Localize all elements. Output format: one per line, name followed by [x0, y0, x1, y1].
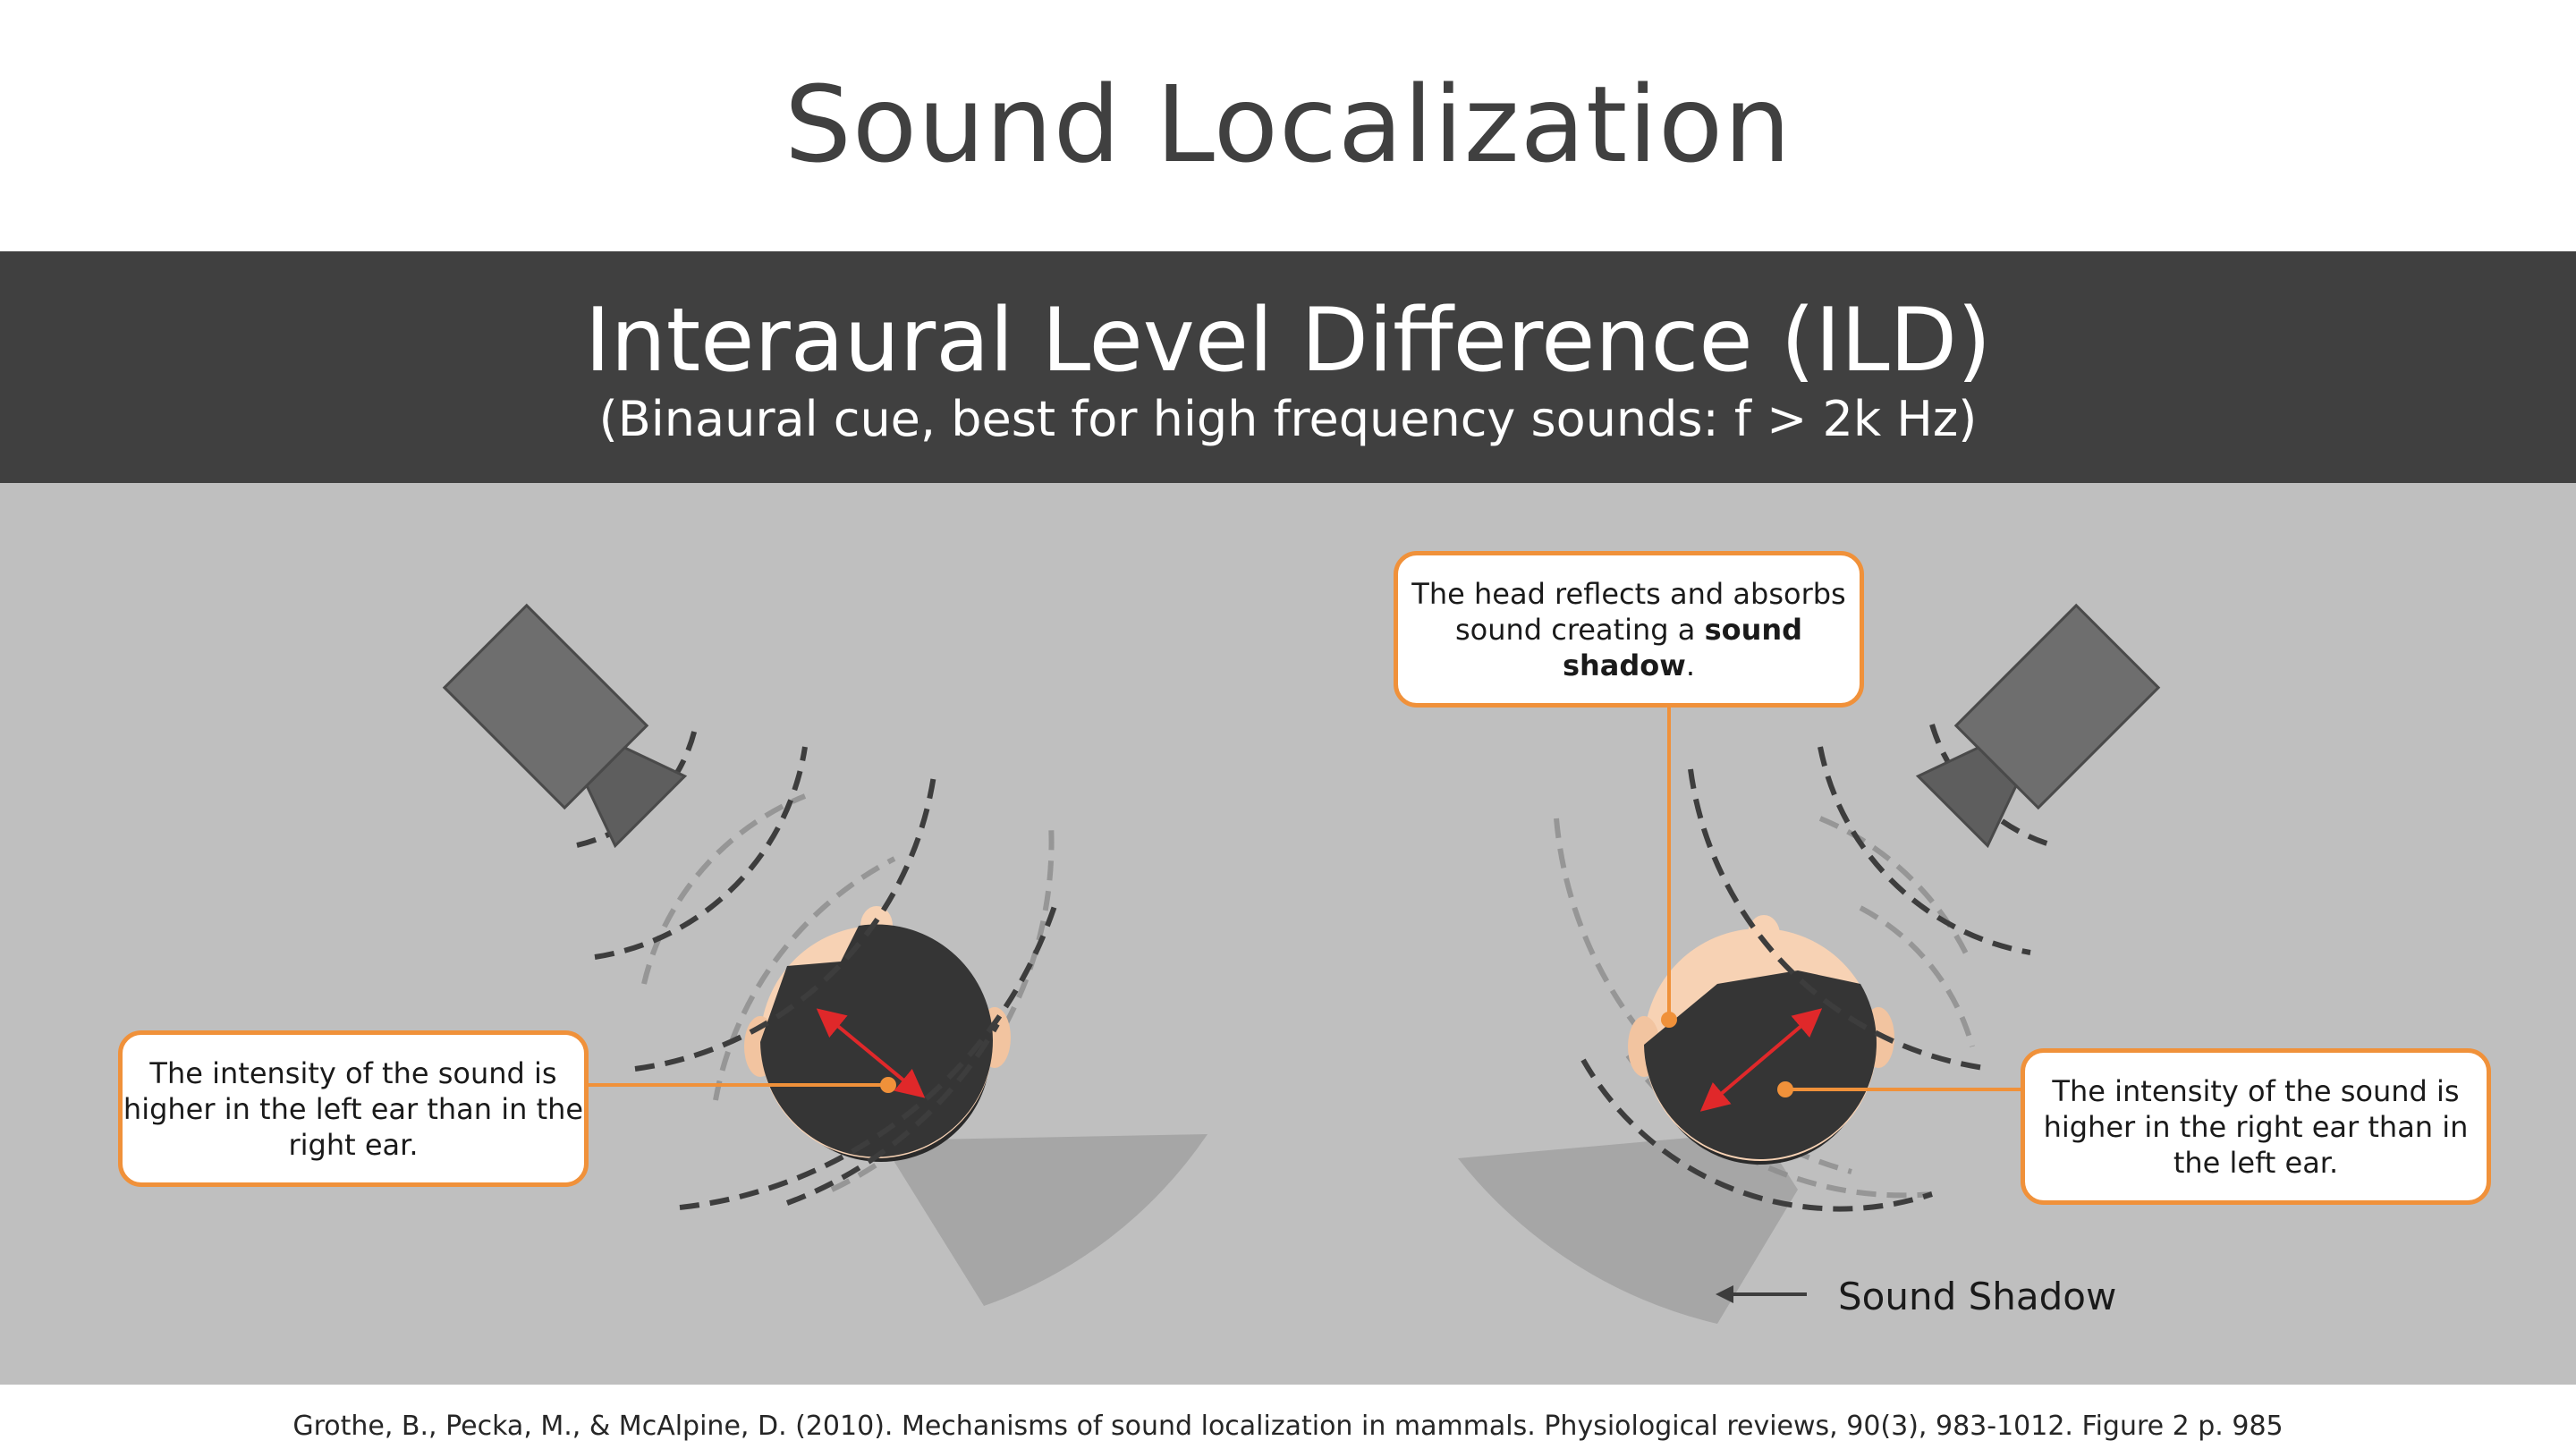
banner-title: Interaural Level Difference (ILD) [584, 290, 1992, 392]
right-sound-shadow [1458, 1131, 1798, 1324]
sound-shadow-label: Sound Shadow [1838, 1275, 2117, 1318]
right-scene [1458, 603, 2161, 1324]
right-ear-callout: The intensity of the sound is higher in … [2021, 1048, 2491, 1205]
page-title: Sound Localization [784, 63, 1792, 186]
speaker-icon [442, 603, 688, 849]
right-ear-callout-text: The intensity of the sound is higher in … [2043, 1073, 2469, 1180]
banner [0, 251, 2576, 483]
left-sound-shadow [881, 1134, 1208, 1306]
sound-shadow-emphasis: sound shadow [1562, 612, 1803, 682]
banner-subtitle: (Binaural cue, best for high frequency s… [598, 391, 1978, 447]
left-ear-callout: The intensity of the sound is higher in … [118, 1030, 589, 1187]
sound-shadow-callout-text: The head reflects and absorbs sound crea… [1411, 576, 1846, 682]
right-ild-arrow [1699, 1008, 1823, 1112]
left-ild-arrow [816, 1008, 926, 1098]
head-icon [744, 906, 1011, 1162]
left-ear-callout-text: The intensity of the sound is higher in … [123, 1055, 584, 1162]
sound-shadow-callout: The head reflects and absorbs sound crea… [1394, 551, 1864, 708]
citation: Grothe, B., Pecka, M., & McAlpine, D. (2… [292, 1411, 2284, 1442]
diagram-area [0, 483, 2576, 1385]
left-scene [442, 603, 1208, 1306]
speaker-icon [1915, 603, 2161, 849]
